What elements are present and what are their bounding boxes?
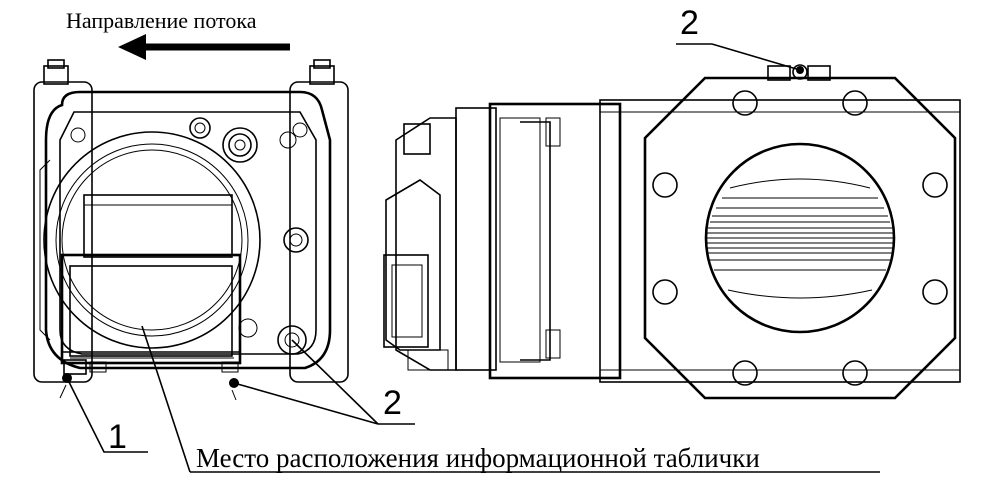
callout-2-seal-side: 2 [680, 4, 699, 42]
front-view [33, 59, 349, 401]
leader-lines [66, 43, 880, 473]
callout-1: 1 [108, 418, 127, 456]
plate-location-label: Место расположения информационной таблич… [196, 443, 760, 473]
side-view [383, 64, 961, 400]
flow-arrow [118, 34, 290, 60]
callout-2-seal-front: 2 [383, 384, 402, 422]
flow-direction-label: Направление потока [66, 8, 257, 33]
rotor-lines [707, 178, 893, 299]
